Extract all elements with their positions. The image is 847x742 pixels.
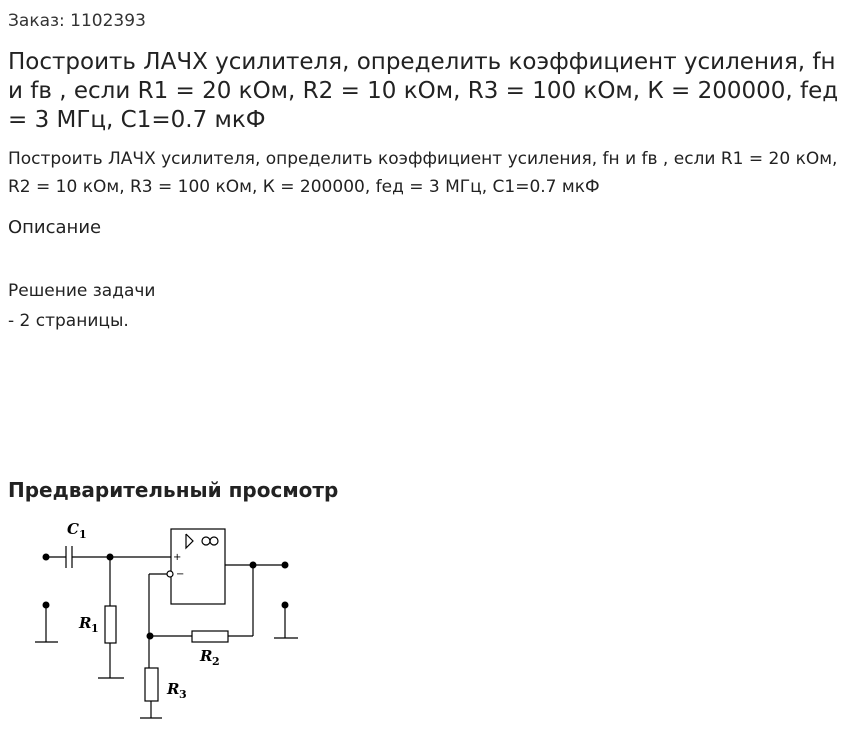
preview-image[interactable]: C 1 R 1 R 2 R 3 + − <box>28 512 318 727</box>
description-heading: Описание <box>8 217 102 238</box>
r1-label: R <box>78 614 91 632</box>
opamp-minus-sign: − <box>176 569 184 580</box>
r3-label: R <box>166 680 179 698</box>
description-line-solution: Решение задачи <box>8 281 156 301</box>
c1-label: C <box>67 520 79 538</box>
r2-label-sub: 2 <box>212 655 220 668</box>
r2-label: R <box>199 647 212 665</box>
c1-label-sub: 1 <box>79 528 87 541</box>
r1-label-sub: 1 <box>91 622 99 635</box>
circuit-diagram: C 1 R 1 R 2 R 3 + − <box>35 520 298 719</box>
preview-heading: Предварительный просмотр <box>8 478 339 502</box>
order-number: Заказ: 1102393 <box>8 11 146 31</box>
description-line-pages: - 2 страницы. <box>8 311 129 331</box>
page-title: Построить ЛАЧХ усилителя, определить коэ… <box>8 49 839 133</box>
r3-label-sub: 3 <box>179 688 187 701</box>
opamp-plus-sign: + <box>173 552 181 563</box>
task-summary: Построить ЛАЧХ усилителя, определить коэ… <box>8 149 838 197</box>
